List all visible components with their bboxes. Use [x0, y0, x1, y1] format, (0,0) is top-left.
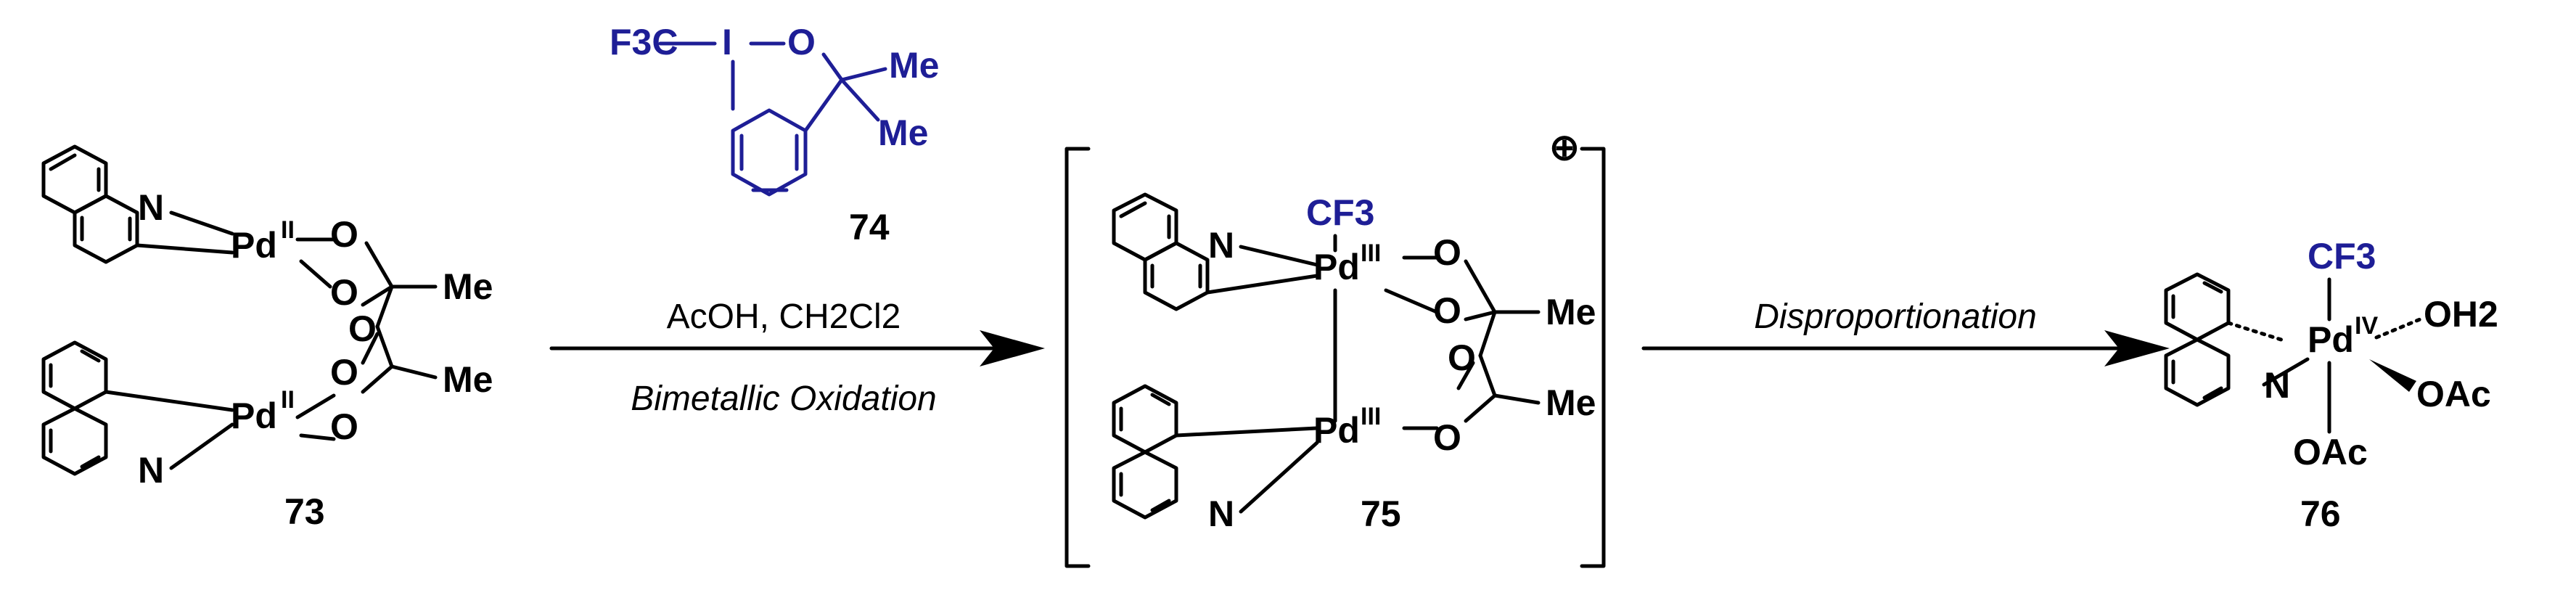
compound-75: ⊕ N CF3 — [1065, 127, 1606, 568]
oxygen-atom: O — [1433, 417, 1461, 458]
iodine-atom: I — [722, 22, 732, 62]
water-ligand: OH2 — [2424, 294, 2498, 335]
oxidation-state: III — [1361, 403, 1381, 430]
oxygen-atom: O — [330, 352, 358, 393]
reaction-conditions: AcOH, CH2Cl2 — [667, 298, 901, 336]
methyl-group: Me — [443, 359, 493, 400]
oxygen-atom: O — [330, 272, 358, 313]
methyl-group: Me — [878, 112, 928, 153]
nitrogen-atom: N — [1208, 225, 1234, 266]
reaction-arrow-step1 — [549, 330, 1045, 366]
methyl-group: Me — [1546, 382, 1596, 423]
palladium-atom: Pd — [2308, 319, 2354, 360]
oxidation-state: III — [1361, 239, 1381, 267]
nitrogen-atom: N — [138, 187, 164, 228]
methyl-group: Me — [443, 266, 493, 307]
cation-charge: ⊕ — [1549, 127, 1580, 168]
methyl-group: Me — [1546, 292, 1596, 332]
trifluoromethyl-group: CF3 — [1306, 192, 1374, 233]
acetate-ligand: OAc — [2416, 374, 2491, 414]
nitrogen-atom: N — [2264, 365, 2290, 406]
oxygen-atom: O — [348, 308, 377, 349]
nitrogen-atom: N — [138, 450, 164, 491]
compound-73: N Pd II O O Me O Me O O Pd II N 73 — [41, 144, 493, 532]
oxidation-state: IV — [2355, 312, 2378, 340]
nitrogen-atom: N — [1208, 493, 1234, 534]
step-description-bimetallic-oxidation: Bimetallic Oxidation — [631, 380, 937, 418]
reaction-arrow-step2 — [1641, 330, 2170, 366]
compound-label-74: 74 — [849, 207, 890, 247]
oxygen-atom: O — [330, 214, 358, 255]
palladium-atom: Pd — [1313, 247, 1360, 287]
trifluoromethyl-group: F3C — [610, 22, 678, 62]
oxygen-atom: O — [1448, 337, 1476, 378]
acetate-ligand: OAc — [2293, 432, 2368, 472]
oxygen-atom: O — [1433, 290, 1461, 331]
palladium-atom: Pd — [1313, 410, 1360, 451]
compound-label-76: 76 — [2300, 493, 2341, 534]
palladium-atom: Pd — [231, 396, 277, 436]
oxidation-state: II — [281, 386, 295, 414]
step-description-disproportionation: Disproportionation — [1754, 298, 2037, 336]
oxygen-atom: O — [330, 406, 358, 447]
trifluoromethyl-group: CF3 — [2308, 236, 2376, 276]
palladium-atom: Pd — [231, 225, 277, 266]
oxidation-state: II — [281, 216, 295, 244]
compound-label-75: 75 — [1361, 493, 1401, 534]
compound-label-73: 73 — [284, 491, 325, 532]
compound-74: F3C I O Me Me 74 — [610, 22, 939, 247]
oxygen-atom: O — [1433, 232, 1461, 273]
methyl-group: Me — [889, 45, 939, 86]
compound-76: CF3 Pd IV OH2 N OAc OAc 76 — [2164, 236, 2498, 534]
oxygen-atom: O — [787, 22, 816, 62]
